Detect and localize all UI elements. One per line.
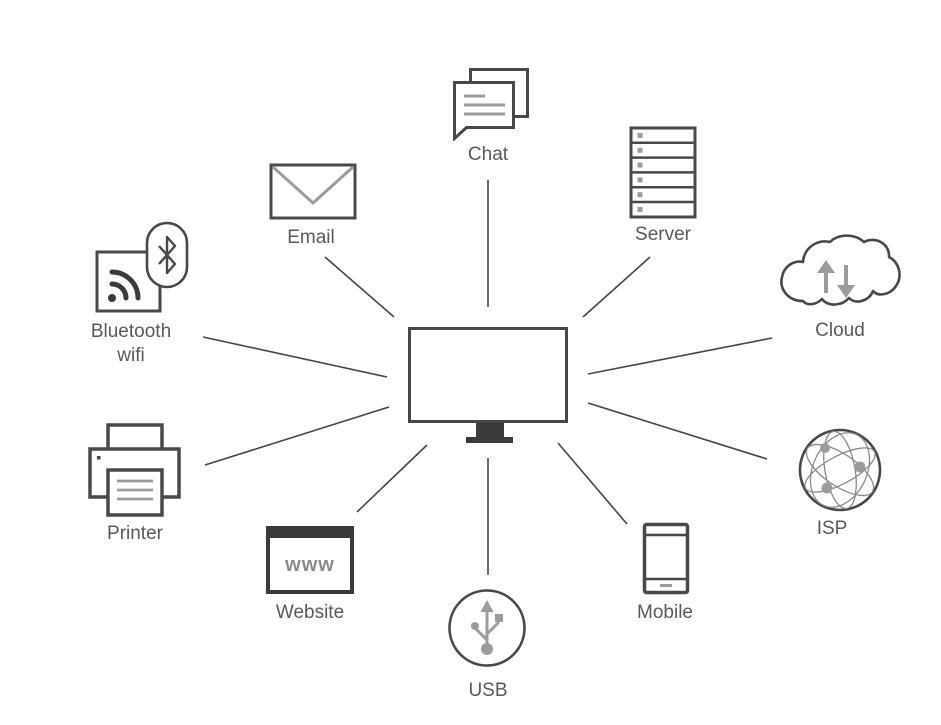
bluetooth-wifi-icon (95, 221, 189, 313)
node-chat-label: Chat (467, 144, 509, 165)
node-bluetooth-wifi (86, 221, 190, 317)
node-server-label: Server (635, 224, 691, 245)
printer-icon (88, 423, 181, 517)
bluetooth-rune-icon (158, 235, 177, 275)
chat-bubbles-icon (453, 68, 529, 141)
server-rack-icon (629, 126, 697, 219)
usb-connector-icon (448, 589, 526, 667)
node-website: www (266, 526, 354, 594)
monitor-stand-base (466, 437, 513, 443)
node-usb (447, 588, 527, 668)
cloud-sync-icon (780, 234, 901, 306)
connector-computer-server (582, 256, 651, 318)
connector-computer-isp (587, 402, 768, 460)
node-isp-label: ISP (816, 518, 848, 539)
node-bluetooth-wifi-label: Bluetooth wifi (90, 321, 172, 366)
browser-window-icon: www (266, 526, 354, 594)
node-isp (797, 427, 883, 513)
node-cloud-label: Cloud (815, 320, 865, 341)
envelope-icon (269, 163, 357, 220)
node-website-label: Website (275, 602, 345, 623)
connector-computer-bluetooth (202, 336, 388, 378)
www-text: www (284, 554, 335, 576)
connector-computer-cloud (587, 337, 773, 375)
sync-arrows-icon (817, 260, 855, 298)
node-printer (88, 423, 182, 517)
node-email-label: Email (287, 227, 335, 248)
node-mobile (642, 522, 690, 595)
node-server (629, 126, 697, 219)
connector-computer-email (324, 256, 395, 318)
globe-network-icon (798, 428, 882, 512)
node-mobile-label: Mobile (637, 602, 693, 623)
wifi-icon (108, 269, 141, 302)
node-email (269, 163, 357, 220)
monitor-icon (408, 327, 568, 423)
connector-computer-website (356, 444, 428, 513)
smartphone-icon (642, 522, 690, 595)
node-printer-label: Printer (107, 523, 163, 544)
connector-computer-mobile (557, 442, 628, 525)
monitor-stand-neck (476, 423, 504, 437)
node-chat (449, 63, 531, 141)
connector-computer-printer (204, 406, 390, 466)
node-cloud (776, 231, 904, 315)
node-usb-label: USB (468, 680, 508, 701)
